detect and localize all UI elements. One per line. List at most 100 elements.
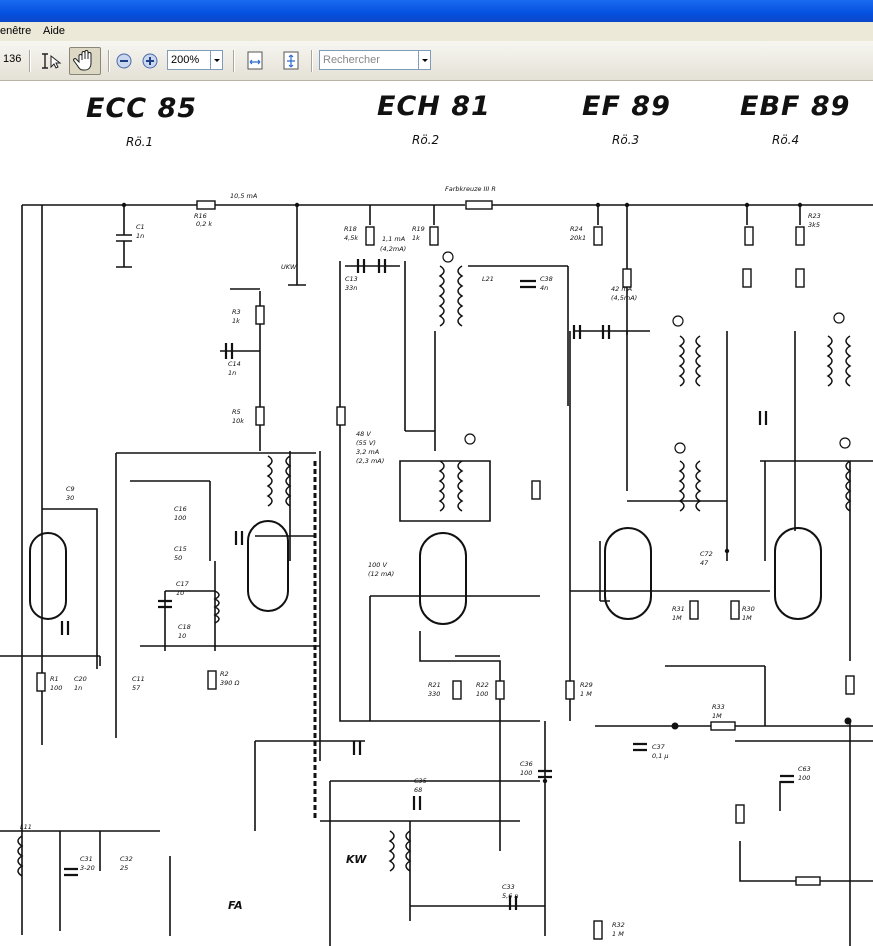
label: 1 M <box>580 690 592 698</box>
document-view[interactable]: ECC 85 Rö.1 ECH 81 Rö.2 EF 89 Rö.3 EBF 8… <box>0 81 873 946</box>
label: (4,5mA) <box>611 294 637 302</box>
label: C16 <box>174 505 187 513</box>
wiring <box>0 204 873 946</box>
zoom-in-icon <box>142 53 158 69</box>
label: 25 <box>120 864 128 872</box>
label: 1 M <box>612 930 624 938</box>
junction-dots <box>121 202 852 784</box>
label: 1n <box>74 684 82 692</box>
label: R24 <box>570 225 583 233</box>
menu-bar: enêtre Aide <box>0 22 873 41</box>
zoom-out-button[interactable] <box>116 53 132 69</box>
label: 10 <box>176 589 184 597</box>
label: 0,1 μ <box>652 752 669 760</box>
label: C35 <box>414 777 427 785</box>
label: (4,2mA) <box>380 245 406 253</box>
text-select-tool-button[interactable] <box>37 50 63 72</box>
label: R18 <box>344 225 357 233</box>
fit-page-icon <box>283 51 299 70</box>
label: R21 <box>428 681 441 689</box>
fit-width-button[interactable] <box>244 50 266 72</box>
zoom-in-button[interactable] <box>142 53 158 69</box>
label: 48 V <box>356 430 371 438</box>
label: 100 <box>798 774 810 782</box>
zoom-out-icon <box>116 53 132 69</box>
menu-item-aide[interactable]: Aide <box>43 25 66 37</box>
label: R29 <box>580 681 593 689</box>
label: R32 <box>612 921 625 929</box>
label: (12 mA) <box>368 570 394 578</box>
label: C11 <box>132 675 145 683</box>
label: 1M <box>742 614 752 622</box>
label: UKW <box>281 263 297 271</box>
toolbar-separator <box>29 50 31 72</box>
label: (2,3 mA) <box>356 457 384 465</box>
label: Farbkreuze III R <box>445 185 496 193</box>
label: 1n <box>228 369 236 377</box>
label: 4n <box>540 284 548 292</box>
test-points <box>442 251 851 454</box>
tube-envelopes <box>29 520 822 625</box>
label: 42 mA <box>611 285 632 293</box>
zoom-dropdown-button[interactable] <box>211 50 223 70</box>
label: 100 V <box>368 561 387 569</box>
tube-title: ECC 85 <box>86 93 198 124</box>
label: C13 <box>345 275 358 283</box>
label: C36 <box>520 760 533 768</box>
label: 57 <box>132 684 141 692</box>
label: C63 <box>798 765 811 773</box>
label: 3-20 <box>80 864 95 872</box>
label: R16 <box>194 212 207 220</box>
label: C9 <box>66 485 75 493</box>
label: R30 <box>742 605 755 613</box>
label: C1 <box>136 223 145 231</box>
tube-title: EBF 89 <box>740 91 851 122</box>
toolbar-separator <box>233 50 235 72</box>
label: L21 <box>482 275 494 283</box>
page-number[interactable]: 136 <box>3 53 22 65</box>
label: C18 <box>178 623 191 631</box>
label: 47 <box>700 559 709 567</box>
label: 330 <box>428 690 440 698</box>
label: R5 <box>232 408 241 416</box>
label: 1k <box>232 317 240 325</box>
label: 30 <box>66 494 74 502</box>
label: 20k1 <box>570 234 586 242</box>
label: C31 <box>80 855 93 863</box>
label: R3 <box>232 308 241 316</box>
toolbar-separator <box>108 50 110 72</box>
search-dropdown-button[interactable] <box>419 50 431 70</box>
menu-item-fenetre[interactable]: enêtre <box>0 25 32 37</box>
hand-tool-button[interactable] <box>69 47 101 75</box>
label: 50 <box>174 554 182 562</box>
label: 68 <box>414 786 422 794</box>
chevron-down-icon <box>422 59 428 62</box>
label: C32 <box>120 855 133 863</box>
label: 100 <box>174 514 186 522</box>
label: FA <box>228 899 243 912</box>
label: 10 <box>178 632 186 640</box>
label: 1,1 mA <box>382 235 405 243</box>
fit-page-button[interactable] <box>280 50 302 72</box>
zoom-level-field[interactable]: 200% <box>167 50 211 70</box>
label: 0,2 k <box>196 220 212 228</box>
search-input[interactable]: Rechercher <box>319 50 419 70</box>
label: C37 <box>652 743 666 751</box>
label: C15 <box>174 545 187 553</box>
label: C17 <box>176 580 190 588</box>
label: L11 <box>20 823 32 831</box>
capacitors <box>60 259 794 910</box>
label: 1M <box>712 712 722 720</box>
label: R22 <box>476 681 489 689</box>
toolbar: 136 200% <box>0 41 873 81</box>
label: R33 <box>712 703 725 711</box>
text-select-icon <box>42 53 62 69</box>
label: R1 <box>50 675 59 683</box>
label: KW <box>346 853 367 866</box>
label: 1M <box>672 614 682 622</box>
label: 1n <box>136 232 144 240</box>
label: 3,2 mA <box>356 448 379 456</box>
label: R19 <box>412 225 425 233</box>
label: C72 <box>700 550 713 558</box>
tube-ref: Rö.2 <box>412 133 440 147</box>
